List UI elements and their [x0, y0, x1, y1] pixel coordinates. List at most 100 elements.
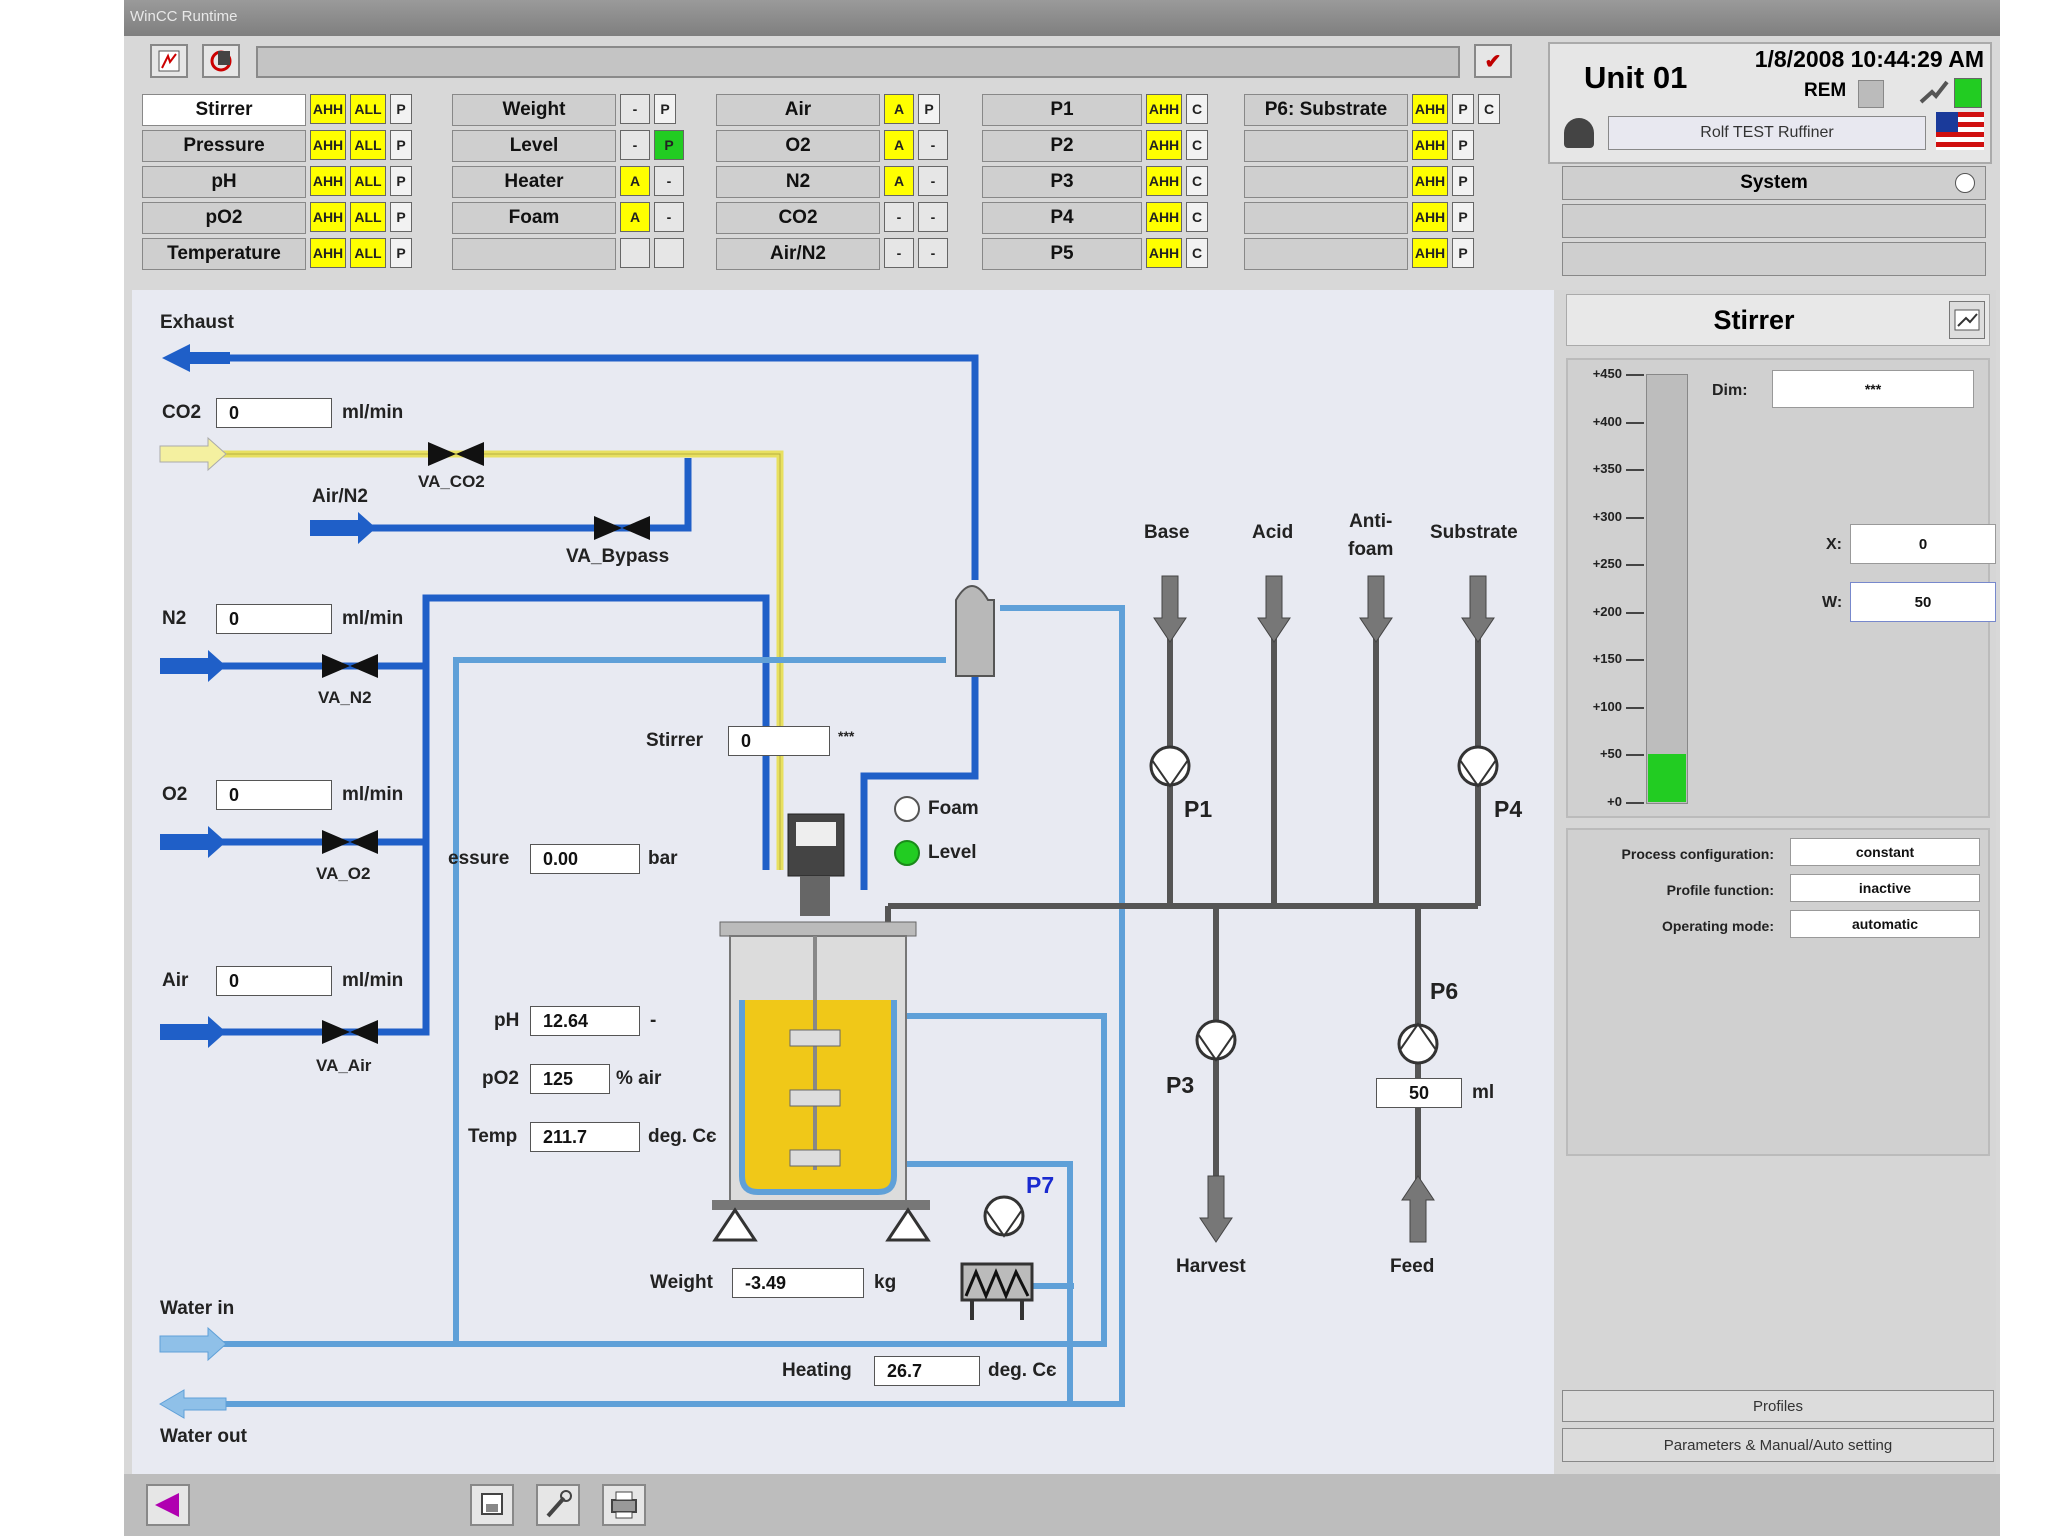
acknowledge-icon[interactable] [202, 44, 240, 78]
dim-value[interactable]: *** [1772, 370, 1974, 408]
alarm-status-box[interactable]: C [1478, 94, 1500, 124]
x-value[interactable]: 0 [1850, 524, 1996, 564]
stirrer-value[interactable]: 0 [728, 726, 830, 756]
alarm-label[interactable]: pO2 [142, 202, 306, 234]
alarm-status-box[interactable]: ALL [350, 94, 386, 124]
save-icon[interactable] [470, 1484, 514, 1526]
language-flag-icon[interactable] [1936, 112, 1984, 150]
alarm-status-box[interactable]: - [654, 166, 684, 196]
alarm-label[interactable]: P4 [982, 202, 1142, 234]
alarm-label[interactable] [1244, 166, 1408, 198]
alarm-status-box[interactable]: C [1186, 130, 1208, 160]
alarm-status-box[interactable]: A [884, 130, 914, 160]
alarm-label[interactable]: Pressure [142, 130, 306, 162]
gas-flow-value[interactable]: 0 [216, 398, 332, 428]
alarm-status-box[interactable]: P [390, 166, 412, 196]
p6-volume-value[interactable]: 50 [1376, 1078, 1462, 1108]
alarm-label[interactable] [1244, 238, 1408, 270]
heating-value[interactable]: 26.7 [874, 1356, 980, 1386]
alarm-label[interactable]: pH [142, 166, 306, 198]
system-slot-2[interactable] [1562, 204, 1986, 238]
alarm-status-box[interactable]: AHH [310, 202, 346, 232]
alarm-status-box[interactable]: - [654, 202, 684, 232]
alarm-status-box[interactable]: C [1186, 94, 1208, 124]
alarm-label[interactable] [452, 238, 616, 270]
alarm-status-box[interactable]: P [654, 94, 676, 124]
alarm-status-box[interactable]: - [884, 202, 914, 232]
alarm-status-box[interactable]: - [918, 130, 948, 160]
alarm-label[interactable]: O2 [716, 130, 880, 162]
alarm-status-box[interactable]: - [620, 94, 650, 124]
alarm-status-box[interactable]: AHH [1146, 94, 1182, 124]
pump-p1-label[interactable]: P1 [1184, 796, 1213, 822]
alarm-status-box[interactable]: AHH [310, 130, 346, 160]
alarm-label[interactable]: Air [716, 94, 880, 126]
alarm-status-box[interactable]: ALL [350, 166, 386, 196]
alarm-status-box[interactable]: P [1452, 130, 1474, 160]
alarm-label[interactable]: N2 [716, 166, 880, 198]
alarm-log-icon[interactable] [150, 44, 188, 78]
alarm-status-box[interactable]: C [1186, 166, 1208, 196]
alarm-status-box[interactable] [654, 238, 684, 268]
alarm-status-box[interactable]: AHH [1146, 202, 1182, 232]
pump-p4-label[interactable]: P4 [1494, 796, 1523, 822]
profiles-button[interactable]: Profiles [1562, 1390, 1994, 1422]
acknowledge-check-button[interactable]: ✔ [1474, 44, 1512, 78]
print-icon[interactable] [602, 1484, 646, 1526]
gas-flow-value[interactable]: 0 [216, 780, 332, 810]
alarm-status-box[interactable]: C [1186, 202, 1208, 232]
system-button[interactable]: System [1562, 166, 1986, 200]
alarm-status-box[interactable]: AHH [1412, 130, 1448, 160]
alarm-status-box[interactable]: P [390, 238, 412, 268]
alarm-label[interactable]: Level [452, 130, 616, 162]
alarm-label[interactable]: CO2 [716, 202, 880, 234]
alarm-status-box[interactable]: AHH [1412, 94, 1448, 124]
alarm-status-box[interactable]: ALL [350, 202, 386, 232]
pump-p3-label[interactable]: P3 [1166, 1072, 1195, 1098]
alarm-status-box[interactable]: P [1452, 94, 1474, 124]
alarm-label[interactable]: Air/N2 [716, 238, 880, 270]
alarm-label[interactable]: Temperature [142, 238, 306, 270]
alarm-label[interactable]: P5 [982, 238, 1142, 270]
pressure-value[interactable]: 0.00 [530, 844, 640, 874]
trend-icon[interactable] [1949, 301, 1985, 339]
alarm-status-box[interactable]: AHH [1412, 238, 1448, 268]
alarm-label[interactable]: P1 [982, 94, 1142, 126]
alarm-status-box[interactable]: A [884, 94, 914, 124]
alarm-status-box[interactable]: - [918, 166, 948, 196]
operating-mode-value[interactable]: automatic [1790, 910, 1980, 938]
alarm-status-box[interactable]: A [620, 202, 650, 232]
system-slot-3[interactable] [1562, 242, 1986, 276]
temp-value[interactable]: 211.7 [530, 1122, 640, 1152]
alarm-label[interactable]: P3 [982, 166, 1142, 198]
alarm-status-box[interactable]: P [1452, 202, 1474, 232]
ph-value[interactable]: 12.64 [530, 1006, 640, 1036]
alarm-label[interactable]: P6: Substrate [1244, 94, 1408, 126]
alarm-status-box[interactable]: P [390, 130, 412, 160]
alarm-label[interactable]: Weight [452, 94, 616, 126]
alarm-label[interactable] [1244, 202, 1408, 234]
po2-value[interactable]: 125 [530, 1064, 610, 1094]
parameters-button[interactable]: Parameters & Manual/Auto setting [1562, 1428, 1994, 1462]
alarm-status-box[interactable]: P [390, 202, 412, 232]
alarm-status-box[interactable]: AHH [1412, 202, 1448, 232]
alarm-label[interactable]: Stirrer [142, 94, 306, 126]
alarm-status-box[interactable]: ALL [350, 130, 386, 160]
pump-p7-label[interactable]: P7 [1026, 1172, 1055, 1198]
alarm-status-box[interactable]: AHH [1146, 166, 1182, 196]
alarm-status-box[interactable] [620, 238, 650, 268]
alarm-status-box[interactable]: AHH [1412, 166, 1448, 196]
alarm-status-box[interactable]: P [390, 94, 412, 124]
alarm-status-box[interactable]: - [918, 202, 948, 232]
back-button[interactable] [146, 1484, 190, 1526]
alarm-status-box[interactable]: A [620, 166, 650, 196]
alarm-status-box[interactable]: P [1452, 238, 1474, 268]
profile-function-value[interactable]: inactive [1790, 874, 1980, 902]
alarm-status-box[interactable]: ALL [350, 238, 386, 268]
w-value[interactable]: 50 [1850, 582, 1996, 622]
alarm-status-box[interactable]: AHH [1146, 130, 1182, 160]
gas-flow-value[interactable]: 0 [216, 966, 332, 996]
alarm-label[interactable] [1244, 130, 1408, 162]
alarm-status-box[interactable]: P [654, 130, 684, 160]
process-config-value[interactable]: constant [1790, 838, 1980, 866]
